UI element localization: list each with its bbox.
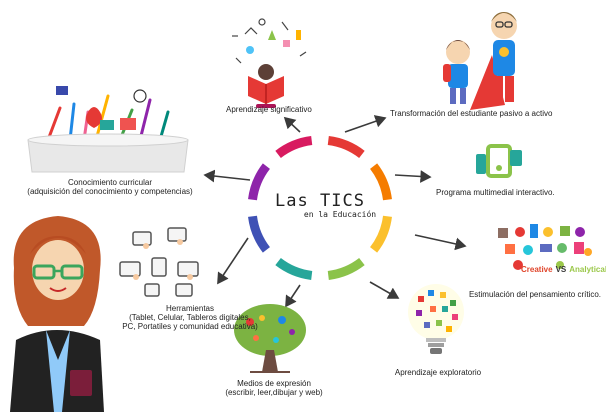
label-herramientas-line2: (Tablet, Celular, Tableros digitales, (129, 313, 251, 322)
label-conocimiento-line2: (adquisición del conocimiento y competen… (27, 187, 193, 196)
center-title-line1: Las TICS (275, 191, 365, 211)
school-supplies-basket-icon (27, 86, 189, 173)
tablet-hands-icon (119, 227, 199, 297)
label-conocimiento-line1: Conocimiento curricular (67, 178, 153, 187)
label-transformacion: Transformación del estudiante pasivo a a… (390, 109, 553, 118)
creative-analytical-icons (498, 224, 592, 270)
ring-segment-8 (275, 136, 313, 159)
label-estimulacion: Estimulación del pensamiento crítico. (468, 290, 602, 299)
label-medios-line1: Medios de expresión (237, 379, 311, 388)
label-medios: Medios de expresión (escribir, leer,dibu… (214, 379, 334, 397)
label-herramientas-line1: Herramientas (165, 304, 214, 313)
center-title-line2: en la Educación (303, 210, 377, 219)
teacher-woman-icon (10, 216, 104, 412)
arrow-to-aprendizaje (283, 116, 301, 133)
label-medios-line2: (escribir, leer,dibujar y web) (225, 388, 323, 397)
arrow-to-estimulacion (414, 234, 467, 251)
arrow-to-transformacion (344, 115, 387, 133)
lightbulb-icon (408, 284, 464, 354)
arrow-to-conocimiento (203, 169, 251, 183)
label-herramientas: Herramientas (Tablet, Celular, Tableros … (120, 304, 260, 331)
creative-tree-icon (234, 304, 306, 373)
label-exploratorio: Aprendizaje exploratorio (394, 368, 482, 377)
hands-decoration (133, 239, 193, 280)
ring-segment-5 (275, 257, 313, 280)
ring-segment-1 (327, 136, 365, 159)
label-programa: Programa multimedial interactivo. (436, 188, 555, 197)
label-herramientas-line3: PC, Portatiles y comunidad educativa) (122, 322, 258, 331)
reading-girl-icon (232, 18, 307, 108)
label-analytical: Analytical (569, 265, 606, 274)
multimedia-devices-icon (476, 144, 522, 178)
label-vs: VS (555, 265, 567, 274)
ring-segment-7 (248, 163, 271, 201)
arrow-to-herramientas (217, 237, 249, 285)
ring-segment-6 (248, 215, 271, 253)
arrows (203, 115, 467, 308)
arrow-to-medios (285, 284, 301, 308)
ring-segment-3 (369, 215, 392, 253)
arrow-to-programa (394, 170, 432, 183)
label-creative: Creative (521, 265, 553, 274)
ring-segment-2 (369, 163, 392, 201)
center-title: Las TICS en la Educación (255, 191, 385, 219)
arrow-to-exploratorio (369, 281, 400, 299)
ring-segment-4 (327, 257, 365, 280)
label-aprendizaje-significativo: Aprendizaje significativo (226, 105, 312, 114)
label-conocimiento: Conocimiento curricular (adquisición del… (12, 178, 208, 196)
superhero-students-icon (443, 12, 517, 110)
colored-ring (248, 136, 392, 280)
